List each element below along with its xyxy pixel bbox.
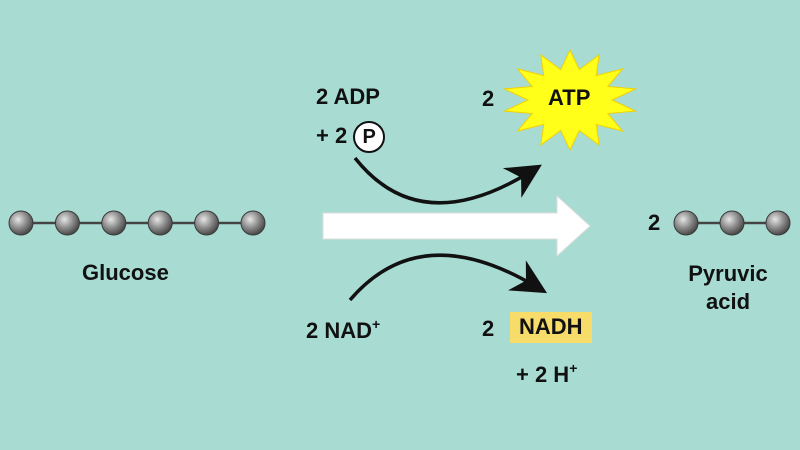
pyruvic-chain: [673, 210, 791, 236]
nad-charge: +: [372, 316, 381, 332]
pyruvic-bead: [673, 210, 699, 236]
nad-text: 2 NAD: [306, 318, 373, 343]
phosphate-icon: P: [353, 121, 386, 153]
nadh-label: NADH: [519, 314, 583, 339]
nad-to-nadh-arrow: [348, 253, 548, 302]
glucose-bead: [8, 210, 34, 236]
glucose-label: Glucose: [82, 260, 169, 285]
glucose-bead: [147, 210, 173, 236]
pyruvic-line1: Pyruvic: [688, 261, 768, 286]
pyruvic-line2: acid: [705, 289, 751, 314]
pyruvic-coefficient: 2: [648, 210, 661, 235]
adp-label: 2 ADP: [316, 84, 380, 109]
nadh-coefficient: 2: [482, 316, 495, 341]
nadh-highlight: NADH: [510, 312, 592, 344]
atp-coefficient: 2: [482, 86, 495, 111]
pyruvic-acid-label: Pyruvic acid: [680, 263, 776, 313]
atp-burst-icon: [502, 48, 638, 152]
nad-label: 2 NAD+: [306, 317, 380, 343]
atp-label: ATP: [548, 85, 591, 110]
hydrogen-label: + 2 H+: [516, 361, 577, 387]
main-reaction-arrow: [322, 194, 591, 258]
hydrogen-text: + 2 H: [516, 362, 570, 387]
pyruvic-bead: [719, 210, 745, 236]
pyruvic-bead: [765, 210, 791, 236]
glucose-chain: [8, 210, 266, 236]
plus-phosphate-prefix: + 2: [316, 122, 348, 148]
adp-to-atp-arrow: [353, 156, 542, 205]
hydrogen-charge: +: [569, 360, 578, 376]
glucose-bead: [240, 210, 266, 236]
glucose-bead: [194, 210, 220, 236]
glucose-bead: [54, 210, 80, 236]
glucose-bead: [101, 210, 127, 236]
